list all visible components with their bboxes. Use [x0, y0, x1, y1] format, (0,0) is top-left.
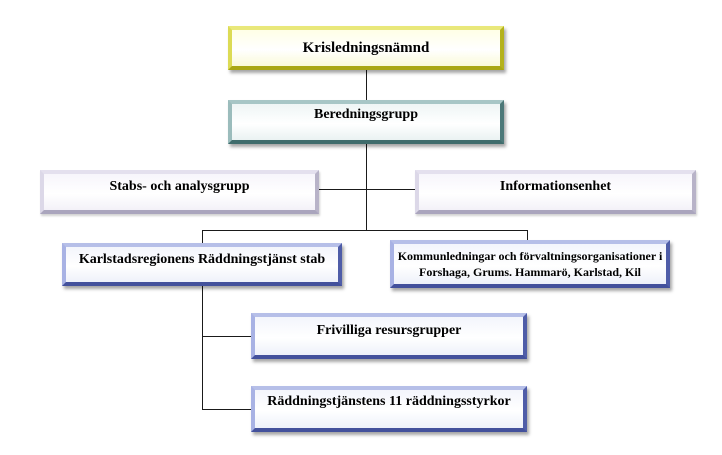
- node-beredningsgrupp: Beredningsgrupp: [228, 100, 504, 144]
- connector-trunk: [366, 144, 367, 231]
- node-kommunledningar-line1: Kommunledningar och förvaltningsorganisa…: [397, 249, 663, 263]
- node-krisledningsnamnd: Krisledningsnämnd: [228, 26, 504, 70]
- node-stabs-och-analysgrupp: Stabs- och analysgrupp: [40, 170, 319, 214]
- node-frivilliga-resursgrupper: Frivilliga resursgrupper: [251, 313, 527, 359]
- node-informationsenhet: Informationsenhet: [415, 170, 696, 214]
- connector-branch-horizontal: [202, 230, 528, 231]
- connector-rescue-down: [202, 286, 203, 410]
- node-kommunledningar: Kommunledningar och förvaltningsorganisa…: [390, 240, 670, 288]
- node-informationsenhet-label: Informationsenhet: [499, 179, 612, 194]
- connector-to-rescue-staff: [202, 230, 203, 243]
- connector-to-rescue-units: [202, 409, 251, 410]
- node-frivilliga-resursgrupper-label: Frivilliga resursgrupper: [316, 323, 462, 338]
- node-raddningstjanst-stab-label: Karlstadsregionens Räddningstjänst stab: [78, 251, 326, 267]
- node-raddningsstyrkor: Räddningstjänstens 11 räddningsstyrkor: [251, 386, 527, 432]
- node-raddningstjanst-stab: Karlstadsregionens Räddningstjänst stab: [62, 243, 342, 286]
- node-stabs-och-analysgrupp-label: Stabs- och analysgrupp: [109, 179, 250, 194]
- connector-top-to-prep: [366, 70, 367, 100]
- connector-to-municipal: [527, 230, 528, 240]
- node-krisledningsnamnd-label: Krisledningsnämnd: [302, 39, 430, 56]
- node-raddningsstyrkor-label: Räddningstjänstens 11 räddningsstyrkor: [267, 394, 511, 409]
- connector-staff-info: [319, 189, 415, 190]
- node-beredningsgrupp-label: Beredningsgrupp: [314, 107, 418, 122]
- connector-to-volunteers: [202, 336, 251, 337]
- node-kommunledningar-line2: Forshaga, Grums. Hammarö, Karlstad, Kil: [419, 265, 641, 279]
